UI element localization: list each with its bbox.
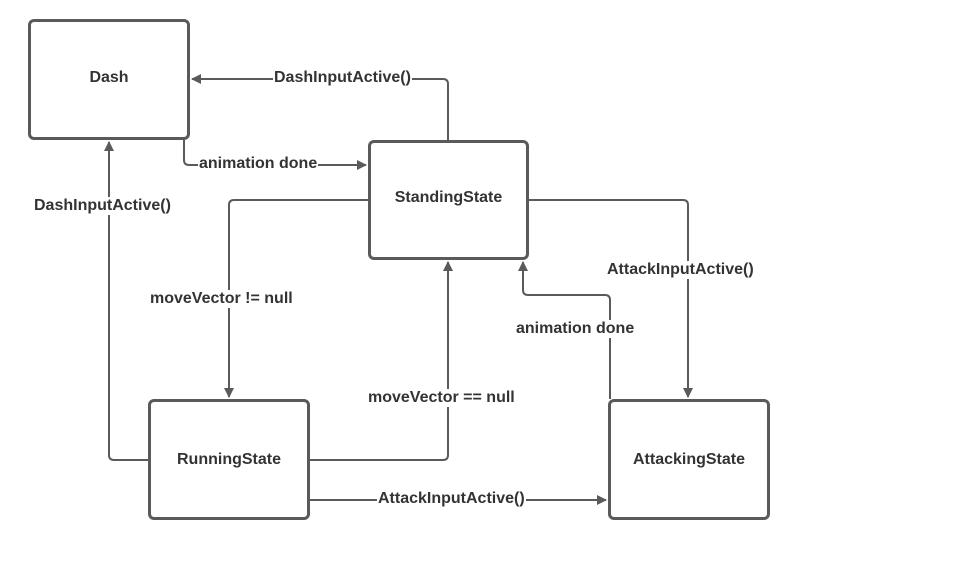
node-attacking-state[interactable]: AttackingState bbox=[608, 399, 770, 520]
edge-label-standing-to-dash: DashInputActive() bbox=[273, 69, 412, 87]
node-dash-label: Dash bbox=[89, 69, 129, 86]
edge-label-attacking-to-standing: animation done bbox=[515, 320, 636, 338]
edge-standing-to-running bbox=[224, 199, 368, 398]
node-running-state-label: RunningState bbox=[177, 450, 281, 468]
edge-label-standing-to-running: moveVector != null bbox=[149, 290, 294, 308]
edge-attacking-to-standing bbox=[518, 261, 611, 399]
edge-running-to-dash bbox=[104, 141, 148, 461]
edge-label-running-to-dash: DashInputActive() bbox=[33, 197, 172, 215]
edge-label-dash-to-standing: animation done bbox=[198, 155, 319, 173]
node-dash[interactable]: Dash bbox=[28, 19, 190, 140]
node-attacking-state-label: AttackingState bbox=[632, 450, 746, 468]
node-standing-state-label: StandingState bbox=[394, 189, 503, 206]
edge-standing-to-attacking bbox=[529, 199, 693, 398]
edge-running-to-standing bbox=[310, 261, 453, 461]
edge-label-running-to-attacking: AttackInputActive() bbox=[377, 490, 526, 508]
edge-dash-to-standing bbox=[183, 140, 367, 170]
edge-label-standing-to-attacking: AttackInputActive() bbox=[606, 261, 755, 279]
edge-label-running-to-standing: moveVector == null bbox=[367, 389, 516, 407]
edge-standing-to-dash bbox=[191, 74, 449, 140]
node-running-state[interactable]: RunningState bbox=[148, 399, 310, 520]
node-standing-state[interactable]: StandingState bbox=[368, 140, 529, 260]
